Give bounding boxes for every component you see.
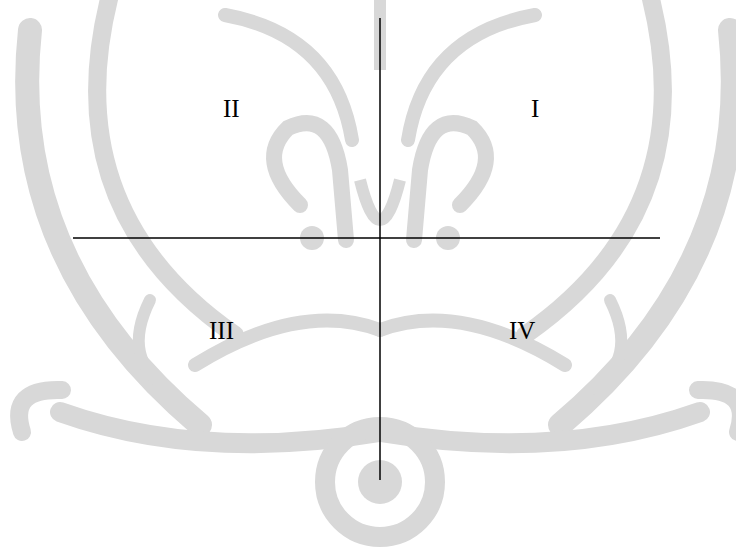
quadrant-number: III — [205, 316, 238, 345]
quadrant-number: I — [527, 94, 543, 123]
quadrant-number: II — [219, 94, 244, 123]
vertical-axis — [379, 18, 381, 480]
quadrant-number: IV — [505, 316, 539, 345]
horizontal-axis — [73, 237, 660, 239]
